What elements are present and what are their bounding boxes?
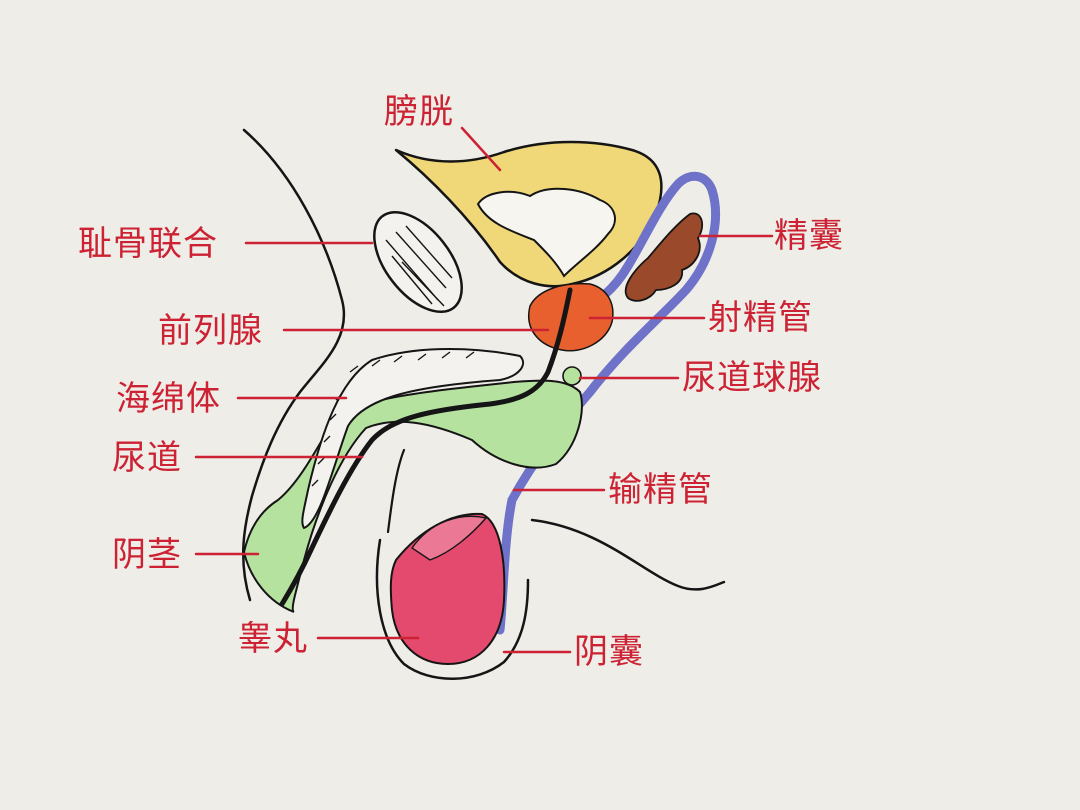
- vas-deferens: [495, 171, 720, 635]
- label-seminal-vesicle: 精囊: [774, 216, 844, 256]
- label-vas-deferens: 输精管: [608, 470, 713, 510]
- label-penis: 阴茎: [112, 535, 182, 575]
- pubic-symphysis: [373, 210, 463, 314]
- leader-bladder: [460, 126, 502, 172]
- urethra-tube: [279, 287, 573, 607]
- label-scrotum: 阴囊: [574, 632, 644, 672]
- label-prostate: 前列腺: [158, 311, 263, 351]
- scrotum-outline: [375, 538, 530, 680]
- perineum-outline: [530, 518, 726, 591]
- label-pubic-symphysis: 耻骨联合: [78, 224, 218, 264]
- prostate: [528, 282, 614, 352]
- label-testis: 睾丸: [238, 619, 308, 659]
- label-urethra: 尿道: [112, 438, 182, 478]
- label-ejaculatory-duct: 射精管: [708, 298, 813, 338]
- bladder: [394, 140, 663, 288]
- body-outline: [242, 128, 346, 602]
- label-corpus-cavernosum: 海绵体: [116, 379, 221, 419]
- label-bulbourethral-gland: 尿道球腺: [682, 358, 822, 398]
- scrotum-neck-line: [386, 448, 406, 534]
- seminal-vesicle: [624, 212, 704, 302]
- label-bladder: 膀胱: [384, 92, 454, 132]
- epididymis: [411, 515, 488, 561]
